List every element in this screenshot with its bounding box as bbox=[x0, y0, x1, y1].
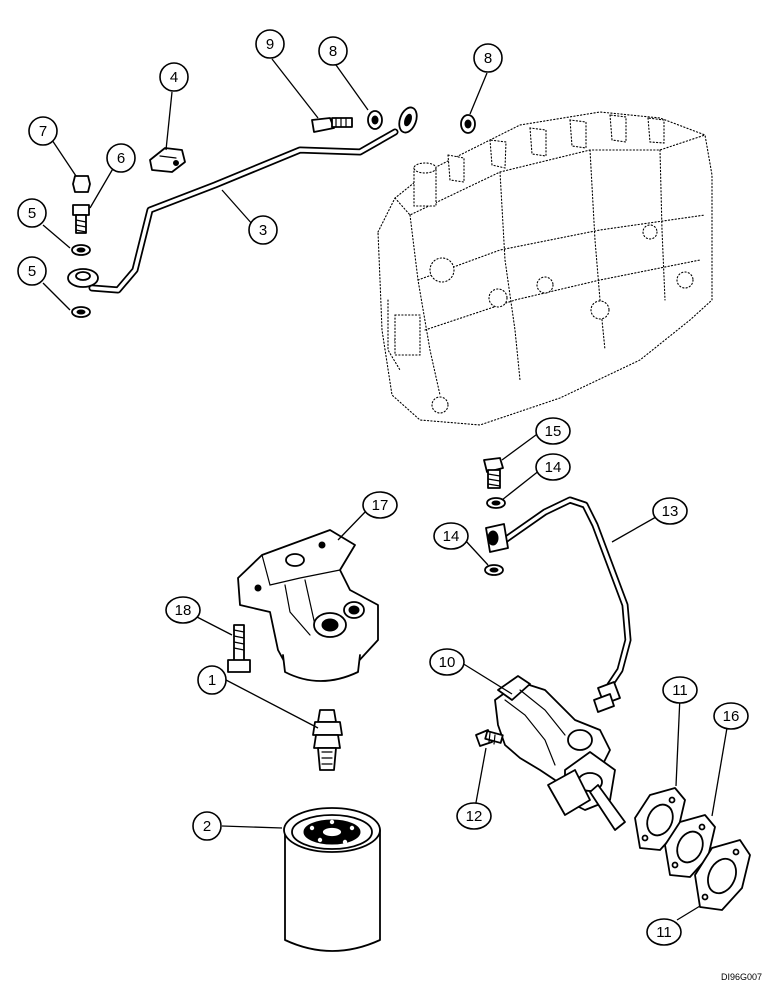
fuel-filter bbox=[283, 807, 381, 952]
drawing-reference-code: DI96G007 bbox=[720, 972, 762, 982]
callout-6: 6 bbox=[106, 143, 136, 173]
callout-18: 18 bbox=[165, 596, 201, 624]
callout-8-left: 8 bbox=[318, 36, 348, 66]
pump-bolt bbox=[475, 729, 504, 747]
filter-head-bolt bbox=[227, 624, 251, 673]
callout-5-upper: 5 bbox=[17, 198, 47, 228]
callout-5-lower: 5 bbox=[17, 256, 47, 286]
filter-head bbox=[237, 529, 379, 682]
fuel-line-lower bbox=[485, 496, 632, 713]
callout-9: 9 bbox=[255, 29, 285, 59]
callout-11-upper: 11 bbox=[662, 676, 698, 704]
callout-15-label: 15 bbox=[545, 423, 562, 440]
callout-14-upper: 14 bbox=[535, 453, 571, 481]
callout-3: 3 bbox=[248, 215, 278, 245]
right-bolt-stack bbox=[483, 457, 506, 576]
top-fittings bbox=[311, 110, 476, 134]
callout-15: 15 bbox=[535, 417, 571, 445]
callout-6-label: 6 bbox=[117, 150, 125, 167]
callout-7: 7 bbox=[28, 116, 58, 146]
callout-4-label: 4 bbox=[170, 69, 178, 86]
callout-16-label: 16 bbox=[723, 708, 740, 725]
callout-2: 2 bbox=[192, 811, 222, 841]
callout-9-label: 9 bbox=[266, 36, 274, 53]
filter-adapter bbox=[312, 709, 343, 771]
callout-13: 13 bbox=[652, 497, 688, 525]
line-clip bbox=[149, 147, 186, 173]
callout-13-label: 13 bbox=[662, 503, 679, 520]
callout-14-lower-label: 14 bbox=[443, 528, 460, 545]
fuel-line-upper bbox=[67, 106, 418, 294]
injection-pump bbox=[377, 111, 713, 426]
callout-16: 16 bbox=[713, 702, 749, 730]
callout-10-label: 10 bbox=[439, 654, 456, 671]
callout-5-upper-label: 5 bbox=[28, 205, 36, 222]
callout-3-label: 3 bbox=[259, 222, 267, 239]
callout-11-lower-label: 11 bbox=[656, 924, 672, 941]
callout-12: 12 bbox=[456, 802, 492, 830]
callout-8-right-label: 8 bbox=[484, 50, 492, 67]
callout-1: 1 bbox=[197, 665, 227, 695]
leader-lines bbox=[42, 58, 729, 921]
callout-12-label: 12 bbox=[466, 808, 483, 825]
callout-10: 10 bbox=[429, 648, 465, 676]
callout-11-upper-label: 11 bbox=[672, 682, 688, 699]
callout-8-right: 8 bbox=[473, 43, 503, 73]
left-bolt-stack bbox=[71, 175, 91, 318]
callout-17: 17 bbox=[362, 491, 398, 519]
callout-4: 4 bbox=[159, 62, 189, 92]
callout-14-upper-label: 14 bbox=[545, 459, 562, 476]
callout-8-left-label: 8 bbox=[329, 43, 337, 60]
callout-18-label: 18 bbox=[175, 602, 192, 619]
callout-11-lower: 11 bbox=[646, 918, 682, 946]
transfer-pump bbox=[494, 675, 626, 831]
callout-17-label: 17 bbox=[372, 497, 389, 514]
callout-1-label: 1 bbox=[208, 672, 216, 689]
gasket-rear bbox=[694, 839, 751, 911]
callout-5-lower-label: 5 bbox=[28, 263, 36, 280]
callout-7-label: 7 bbox=[39, 123, 47, 140]
callout-2-label: 2 bbox=[203, 818, 211, 835]
callout-14-lower: 14 bbox=[433, 522, 469, 550]
